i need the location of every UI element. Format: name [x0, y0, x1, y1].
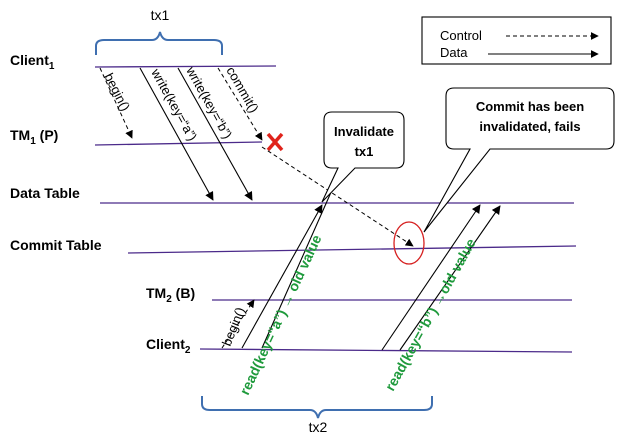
read-b-data-arrow [381, 204, 481, 351]
legend-control-label: Control [440, 28, 482, 43]
begin2-message: begin() [219, 305, 248, 348]
tx1-brace [95, 31, 223, 55]
data-table-label: Data Table [10, 185, 80, 201]
tx1-label: tx1 [151, 7, 170, 23]
commit-failed-callout: Commit has been invalidated, fails [423, 87, 615, 233]
tm1-failure-mark [266, 132, 284, 152]
tm2-label: TM2 (B) [146, 285, 195, 305]
commit-message: commit() [223, 64, 261, 115]
commit-conflict-highlight [393, 221, 425, 265]
commit-table-label: Commit Table [10, 237, 102, 253]
invalidate-callout-line2: tx1 [355, 144, 374, 159]
legend-data-label: Data [440, 45, 468, 60]
tm1-commit-arrow [261, 146, 414, 247]
read-a-commit-arrow [261, 171, 341, 349]
commit-failed-callout-line1: Commit has been [476, 99, 584, 114]
commit-arrow [217, 67, 263, 141]
begin1-message: begin() [101, 71, 133, 114]
read-b-message: read(key=“b”) →old value [382, 235, 479, 393]
tm1-label: TM1 (P) [10, 127, 58, 147]
legend: Control Data [421, 16, 612, 65]
tm1-lane-line [94, 141, 263, 146]
invalidate-callout: Invalidate tx1 [321, 111, 405, 203]
client1-label: Client1 [10, 52, 55, 72]
client2-lane-line [199, 348, 573, 353]
begin1-arrow [99, 67, 133, 139]
write-b-arrow [177, 67, 253, 201]
read-b-commit-arrow [399, 205, 501, 351]
tx2-brace [201, 396, 433, 419]
read-a-data-arrow [241, 204, 323, 349]
invalidate-callout-line1: Invalidate [334, 124, 394, 139]
commit-table-lane-line [127, 245, 577, 254]
tx2-label: tx2 [309, 419, 328, 435]
client1-lane-line [94, 65, 277, 68]
read-a-message: read(key=“a”) → old value [236, 232, 324, 397]
client2-label: Client2 [146, 336, 191, 356]
commit-failed-callout-line2: invalidated, fails [479, 119, 580, 134]
begin2-arrow [221, 299, 255, 349]
write-a-arrow [139, 67, 214, 201]
